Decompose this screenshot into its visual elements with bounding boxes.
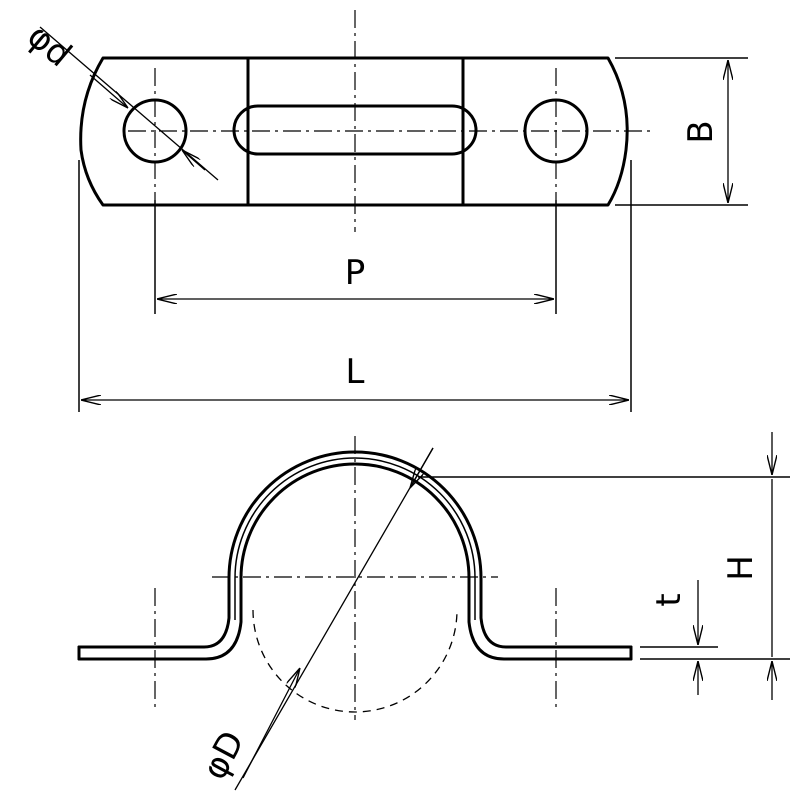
hole-diameter-label: φd	[20, 16, 79, 75]
pipe-diameter-leader	[234, 447, 434, 791]
hole-diameter-arrow-out	[182, 150, 206, 171]
pipe-diameter-arrow-upper	[410, 447, 434, 488]
top-view: φd B P L	[20, 10, 748, 412]
pitch-label: P	[345, 253, 366, 293]
center-rib	[232, 104, 478, 156]
pipe-hidden-outline	[252, 609, 458, 713]
saddle-middle-edge	[234, 457, 476, 620]
length-label: L	[346, 352, 365, 392]
front-view: φD H t	[77, 432, 790, 791]
width-label: B	[681, 120, 721, 143]
pipe-diameter-arrow-lower	[242, 668, 300, 779]
hole-diameter-arrow-in	[89, 74, 128, 108]
height-label: H	[721, 555, 761, 581]
saddle-inner-edge	[77, 462, 633, 661]
thickness-label: t	[649, 593, 689, 606]
plate-outline	[79, 56, 629, 207]
